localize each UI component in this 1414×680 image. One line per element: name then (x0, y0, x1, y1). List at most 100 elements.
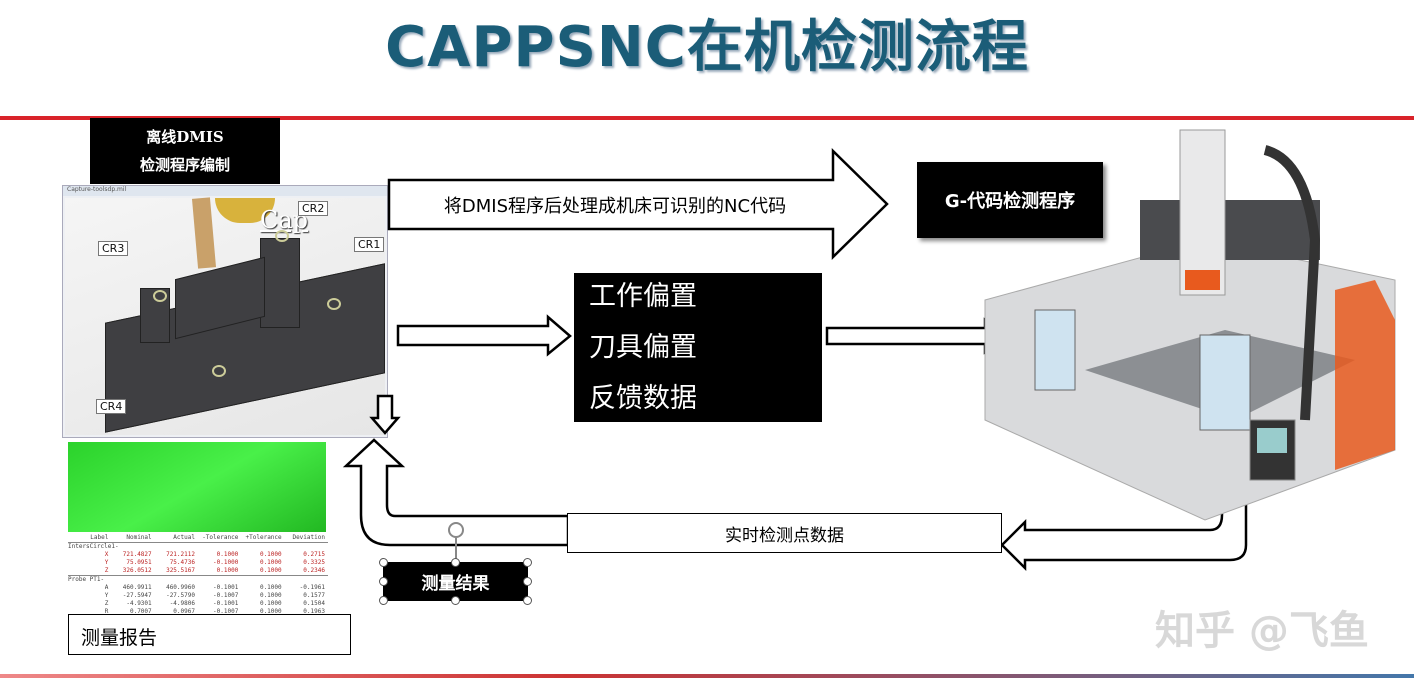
report-cell: 0.1577 (303, 592, 325, 599)
report-cell: 0.1504 (303, 600, 325, 607)
report-cell: 0.2715 (303, 551, 325, 558)
report-cell: 0.1000 (259, 567, 282, 574)
realtime-data-box: 实时检测点数据 (567, 513, 1002, 553)
th: -Tolerance (202, 534, 239, 541)
slide-title: CAPPSNC在机检测流程 (385, 15, 1029, 80)
report-cell: 75.4736 (169, 559, 195, 566)
watermark: 知乎 @飞鱼 (1155, 608, 1369, 654)
report-row: A 460.9911 460.9960 -0.1001 0.1000 -0.1961 (68, 584, 328, 592)
report-cell: X (104, 551, 109, 558)
selection-handle[interactable] (451, 596, 460, 605)
footer-divider (0, 674, 1414, 678)
selection-handle[interactable] (451, 558, 460, 567)
report-cell: 0.2346 (303, 567, 325, 574)
report-header: Label Nominal Actual -Tolerance +Tolerance De… (68, 534, 328, 543)
postprocess-arrow (387, 148, 889, 260)
measurement-result-box[interactable]: 测量结果 (383, 562, 528, 601)
measurement-report-label: 测量报告 (68, 614, 351, 655)
report-cell: 0.1000 (216, 567, 239, 574)
report-cell: -27.5947 (122, 592, 152, 599)
report-cell: 721.2112 (166, 551, 195, 558)
selection-handle[interactable] (523, 577, 532, 586)
arrow-to-params (396, 314, 572, 357)
report-cell: -4.9806 (169, 600, 195, 607)
report-cell: -0.1001 (213, 600, 239, 607)
feedback-arrow (1000, 483, 1248, 572)
report-row: Z 326.0512 325.5167 0.1000 0.1000 0.2346 (68, 567, 328, 575)
report-table: Label Nominal Actual -Tolerance +Tolerance De… (68, 534, 328, 616)
title-divider (0, 116, 1414, 120)
report-row: X 721.4827 721.2112 0.1000 0.1000 0.2715 (68, 551, 328, 559)
param-work-offset: 工作偏置 (589, 281, 697, 312)
report-cell: 325.5167 (166, 567, 195, 574)
report-cell: 75.0951 (126, 559, 152, 566)
offline-line2: 检测程序编制 (139, 156, 230, 174)
point-ring (212, 365, 226, 377)
report-cell: 460.9911 (122, 584, 152, 591)
selection-handle[interactable] (379, 558, 388, 567)
report-cell: 0.1000 (259, 551, 282, 558)
report-cell: Z (104, 600, 109, 607)
th: Label (90, 534, 109, 541)
report-cell: -4.9301 (126, 600, 152, 607)
report-cell: A (104, 584, 109, 591)
report-row: R 0.7007 0.0967 -0.1007 0.1000 0.1963 (68, 608, 328, 616)
selection-handle[interactable] (379, 596, 388, 605)
offset-params-box: 工作偏置 刀具偏置 反馈数据 (574, 273, 822, 422)
label-cr1: CR1 (354, 237, 385, 252)
cad-window-title: Capture-toolsdp.mil (63, 186, 387, 196)
report-cell: 0.7007 (129, 608, 152, 615)
report-cell: 460.9960 (166, 584, 195, 591)
offline-dmis-box: 离线DMIS 检测程序编制 (90, 118, 280, 184)
selection-handle[interactable] (523, 558, 532, 567)
label-cr3: CR3 (98, 241, 129, 256)
report-cell: 326.0512 (122, 567, 152, 574)
report-cell: Z (104, 567, 109, 574)
report-cell: Y (104, 559, 109, 566)
point-ring (153, 290, 167, 302)
report-cell: -0.1007 (213, 592, 239, 599)
report-cell: 721.4827 (122, 551, 152, 558)
cad-screenshot: Capture-toolsdp.mil Cap CR1 CR2 CR3 CR4 (62, 185, 388, 438)
th: Deviation (292, 534, 325, 541)
report-cell: 0.0967 (173, 608, 195, 615)
report-cell: -0.1961 (299, 584, 325, 591)
report-cell: 0.1963 (303, 608, 325, 615)
point-ring (327, 298, 341, 310)
param-feedback: 反馈数据 (589, 383, 697, 414)
report-row: Z -4.9301 -4.9806 -0.1001 0.1000 0.1504 (68, 600, 328, 608)
report-cell: 0.1000 (259, 608, 282, 615)
group1: IntersCircle1- (68, 543, 119, 550)
report-cell: 0.1000 (259, 600, 282, 607)
arrow-down-small (369, 394, 401, 435)
report-cell: -0.1000 (213, 559, 239, 566)
report-cell: 0.1000 (259, 584, 282, 591)
th: Actual (173, 534, 195, 541)
th: +Tolerance (245, 534, 282, 541)
measurement-report-image: Label Nominal Actual -Tolerance +Tolerance De… (68, 442, 328, 615)
report-cell: 0.1000 (259, 592, 282, 599)
postprocess-arrow-text: 将DMIS程序后处理成机床可识别的NC代码 (443, 196, 787, 217)
param-tool-offset: 刀具偏置 (589, 332, 697, 363)
report-cell: -0.1007 (213, 608, 239, 615)
report-cell: 0.3325 (303, 559, 325, 566)
report-cell: -0.1001 (213, 584, 239, 591)
offline-line1: 离线DMIS (146, 128, 224, 146)
group2: Probe PT1- (68, 575, 328, 584)
gcode-program-box: G-代码检测程序 (917, 162, 1103, 238)
label-cr4: CR4 (96, 399, 127, 414)
selection-handle[interactable] (523, 596, 532, 605)
return-arrow (342, 438, 570, 547)
green-deviation-model (68, 442, 326, 532)
report-cell: -27.5790 (166, 592, 195, 599)
th: Nominal (126, 534, 152, 541)
cad-viewport: Cap CR1 CR2 CR3 CR4 (65, 197, 385, 435)
cnc-machine-image (984, 129, 1396, 521)
report-cell: R (104, 608, 109, 615)
selection-handle[interactable] (379, 577, 388, 586)
report-row: Y 75.0951 75.4736 -0.1000 0.1000 0.3325 (68, 559, 328, 567)
report-cell: 0.1000 (216, 551, 239, 558)
report-cell: 0.1000 (259, 559, 282, 566)
